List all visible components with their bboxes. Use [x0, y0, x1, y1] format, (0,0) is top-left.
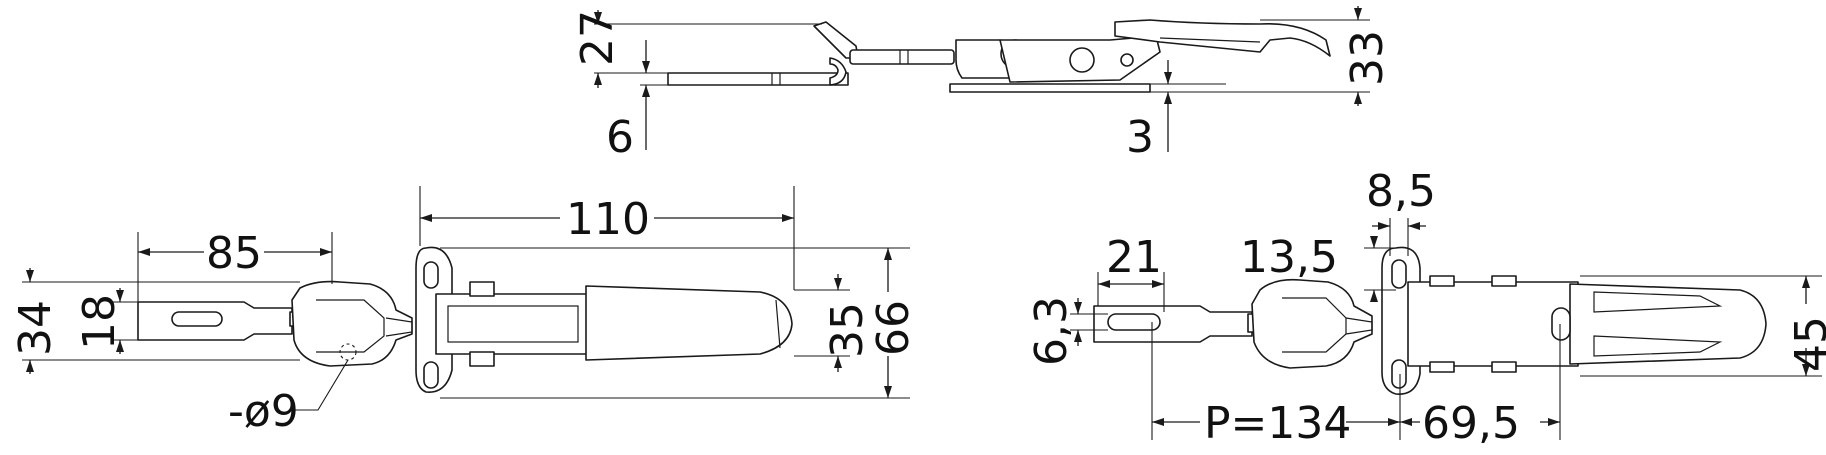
dim-label-13-5: 13,5 [1240, 232, 1338, 283]
right-latch-tab-top-2 [1491, 275, 1517, 287]
right-latch-frame [1407, 281, 1579, 367]
right-latch-tab-bottom-2 [1491, 361, 1517, 373]
side-bottom-base [949, 83, 1151, 93]
dim-label-45: 45 [1786, 316, 1826, 372]
right-yoke [1251, 278, 1373, 369]
left-latch-tab-top [469, 281, 495, 297]
dim-label-35: 35 [822, 302, 873, 358]
dim-label-33: 33 [1342, 30, 1393, 86]
left-yoke [291, 280, 413, 367]
dim-label-27: 27 [572, 10, 623, 66]
dim-label-85: 85 [206, 228, 262, 279]
right-latch-tab-bottom [1429, 361, 1455, 373]
side-handle [1114, 19, 1331, 57]
dim-label-66: 66 [868, 300, 919, 356]
right-handle [1569, 283, 1767, 365]
right-latch-tab-top [1429, 275, 1455, 287]
right-hook-slot [1107, 313, 1161, 331]
dim-label-110: 110 [566, 194, 650, 245]
dim-label-18: 18 [74, 294, 125, 350]
dim-label-34: 34 [10, 300, 61, 356]
top-view-right: 8,5 21 13,5 6,3 45 P=134 69,5 [1026, 166, 1826, 449]
left-handle [585, 285, 793, 361]
side-lever-hole-1 [1069, 47, 1095, 73]
dim-label-69-5: 69,5 [1422, 398, 1520, 449]
left-base-hole-top [423, 261, 439, 289]
left-base-hole-bottom [423, 361, 439, 389]
dim-label-21: 21 [1106, 232, 1162, 283]
side-rod [849, 49, 955, 65]
right-base-hole-top [1391, 259, 1407, 289]
dim-label-3: 3 [1126, 112, 1154, 163]
dim-label-d9: -ø9 [228, 386, 299, 437]
top-view-left: 110 85 34 18 35 66 -ø9 [10, 186, 919, 437]
left-latch-tab-bottom [469, 351, 495, 367]
dim-label-6-3: 6,3 [1026, 296, 1077, 366]
right-lever-slot [1551, 307, 1571, 341]
left-hook-slot [171, 311, 223, 327]
left-latch-frame [435, 293, 597, 355]
side-base-plate [667, 72, 849, 86]
side-hook-bend [829, 57, 847, 86]
dim-label-6: 6 [606, 112, 634, 163]
side-lever-hole-2 [1120, 53, 1134, 67]
dim-label-8-5: 8,5 [1366, 166, 1436, 217]
right-base-hole-bottom [1391, 359, 1407, 389]
side-view: 27 6 3 33 [572, 6, 1393, 163]
dim-label-p134: P=134 [1204, 398, 1351, 449]
